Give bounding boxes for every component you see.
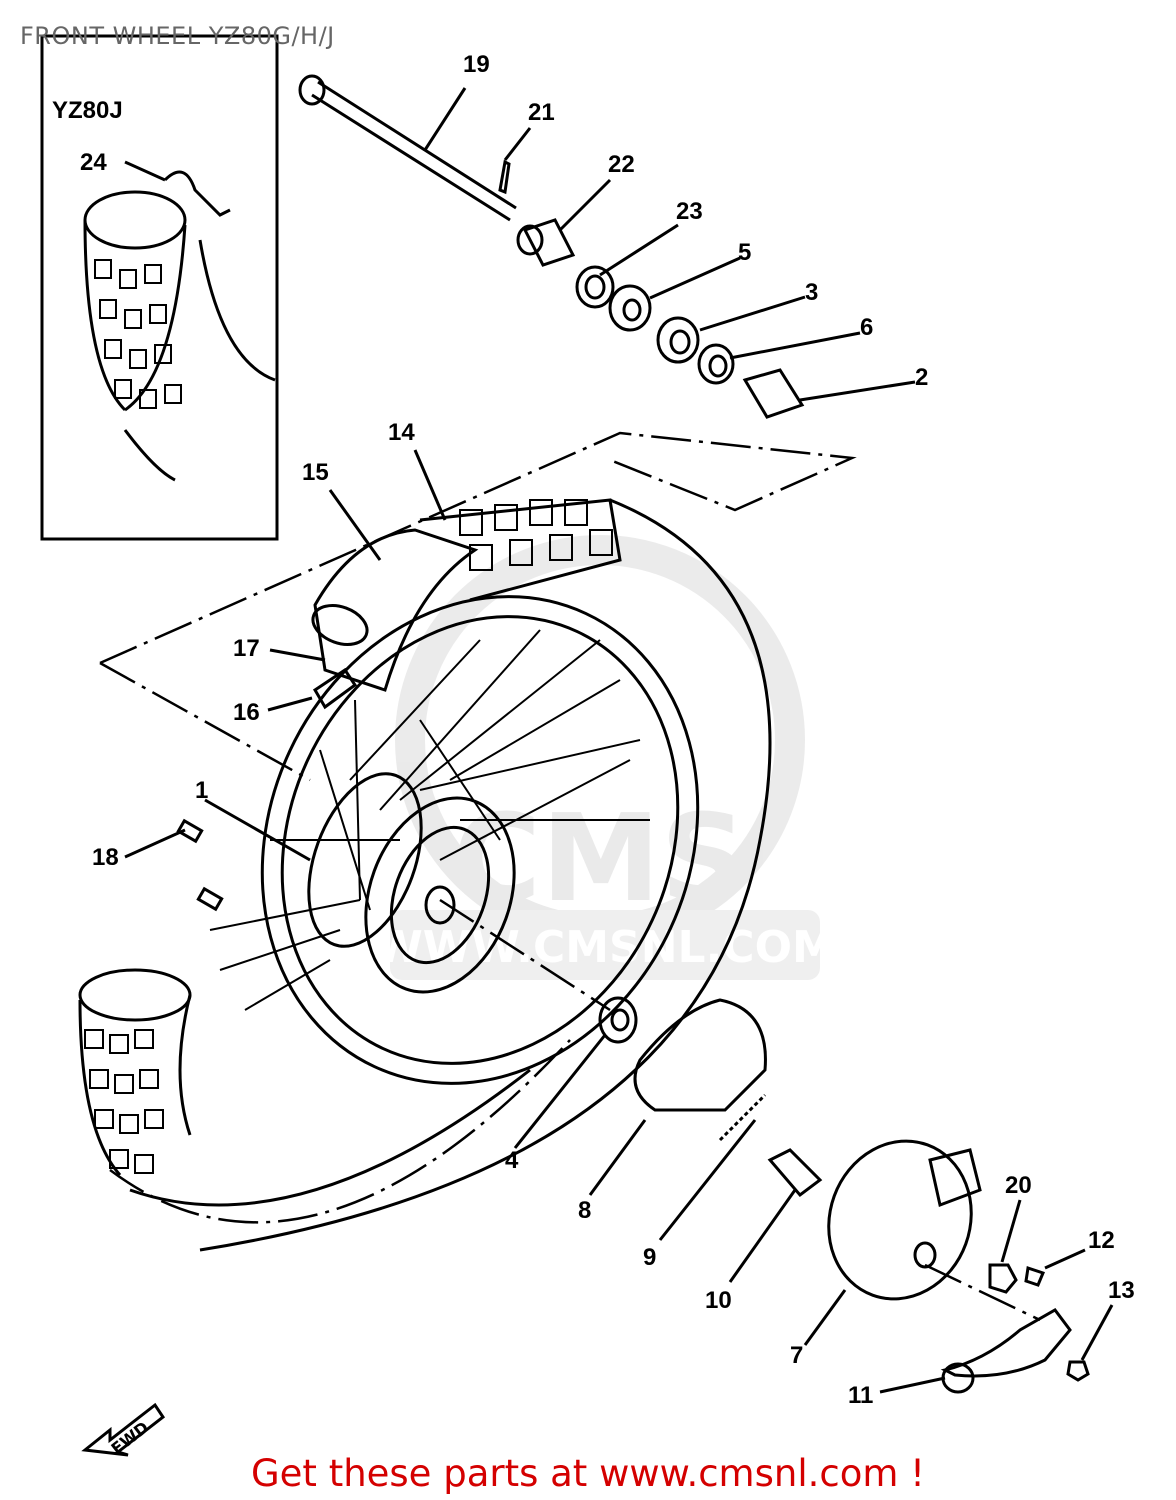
leader-line: [729, 331, 861, 360]
axle-assembly: [298, 74, 805, 419]
leader-line: [328, 489, 382, 561]
callout-5: 5: [738, 239, 751, 266]
callout-4: 4: [505, 1147, 519, 1174]
callout-22: 22: [608, 151, 635, 178]
leader-line: [588, 1119, 647, 1196]
leader-line: [1080, 1304, 1114, 1361]
leader-line: [803, 1289, 847, 1346]
leader-line: [599, 223, 679, 277]
leader-line: [728, 1189, 797, 1283]
leader-line: [503, 127, 532, 161]
callout-7: 7: [790, 1342, 803, 1369]
footer-link[interactable]: Get these parts at www.cmsnl.com !: [250, 1452, 925, 1495]
callout-1: 1: [195, 777, 208, 804]
callout-16: 16: [233, 699, 260, 726]
leader-line: [1044, 1248, 1086, 1270]
inset-yz80j: YZ80J 24: [40, 34, 279, 541]
leader-line: [204, 798, 311, 862]
leader-line: [423, 87, 467, 151]
callout-14: 14: [388, 419, 415, 446]
callout-10: 10: [705, 1287, 732, 1314]
svg-text:WWW.CMSNL.COM: WWW.CMSNL.COM: [374, 922, 836, 973]
alignment-lines: [99, 431, 1041, 1322]
leader-line: [799, 380, 916, 402]
fwd-arrow: FWD: [81, 1402, 166, 1458]
callout-3: 3: [805, 279, 818, 306]
callout-18: 18: [92, 844, 119, 871]
callout-8: 8: [578, 1197, 591, 1224]
leader-line: [879, 1376, 946, 1394]
callout-9: 9: [643, 1244, 656, 1271]
callout-2: 2: [915, 364, 928, 391]
watermark: CMS WWW.CMSNL.COM: [374, 535, 836, 980]
callout-labels: 19 21 22 23 5 3 6 2 14 15 17 16 1 18 4 8 9 10 7 20 12 13 11: [92, 51, 1135, 1409]
callout-19: 19: [463, 51, 490, 78]
leader-line: [649, 256, 741, 300]
callout-21: 21: [528, 99, 555, 126]
inset-model-label: YZ80J: [52, 97, 123, 124]
callout-17: 17: [233, 635, 260, 662]
callout-12: 12: [1088, 1227, 1115, 1254]
leader-line: [413, 449, 447, 521]
svg-text:CMS: CMS: [453, 790, 747, 929]
leader-line: [124, 828, 186, 859]
leader-line: [513, 1034, 607, 1149]
callout-24: 24: [80, 149, 107, 176]
callout-13: 13: [1108, 1277, 1135, 1304]
leader-line: [558, 178, 612, 232]
callout-11: 11: [848, 1382, 873, 1409]
callout-6: 6: [860, 314, 873, 341]
wheel-assembly: [78, 498, 772, 1252]
leader-line: [1000, 1199, 1022, 1263]
leader-line: [267, 696, 313, 712]
callout-23: 23: [676, 198, 703, 225]
leader-line: [699, 295, 806, 332]
leader-line: [269, 648, 326, 662]
leader-line: [658, 1119, 757, 1241]
callout-20: 20: [1005, 1172, 1032, 1199]
brake-assembly: [598, 996, 1090, 1394]
page-title: FRONT WHEEL YZ80G/H/J: [20, 22, 335, 50]
callout-15: 15: [302, 459, 329, 486]
